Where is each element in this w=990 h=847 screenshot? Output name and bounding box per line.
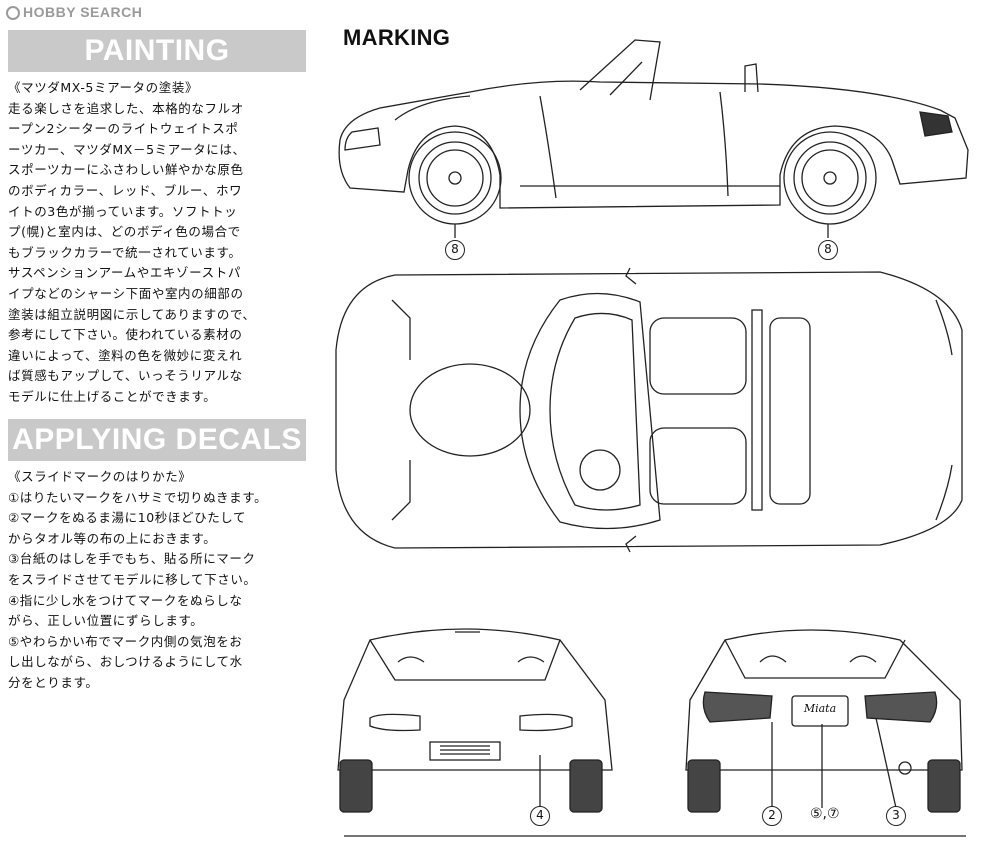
front-view-drawing <box>337 628 613 813</box>
decals-line: ①はりたいマークをハサミで切りぬきます。 <box>8 489 268 505</box>
painting-line: イプなどのシャーシ下面や室内の細部の <box>8 285 244 301</box>
painting-line: スポーツカーにふさわしい鮮やかな原色 <box>8 162 244 178</box>
painting-line: モデルに仕上げることができます。 <box>8 388 217 404</box>
decals-line: がら、正しい位置にずらします。 <box>8 613 204 629</box>
decals-line: をスライドさせてモデルに移して下さい。 <box>8 571 257 587</box>
decals-line: ⑤やわらかい布でマーク内側の気泡をお <box>8 633 243 649</box>
painting-line: ば質感もアップして、いっそうリアルな <box>8 368 243 384</box>
plate-text: Miata <box>803 702 837 715</box>
painting-line: プ(幌)と室内は、どのボディ色の場合で <box>8 224 241 240</box>
painting-line: 違いによって、塗料の色を微妙に変えれ <box>8 347 243 363</box>
painting-line: サスペンションアームやエキゾーストパ <box>8 265 241 281</box>
rear-view-drawing <box>685 629 963 813</box>
painting-line: ーツカー、マツダMX－5ミアータには、 <box>8 141 246 157</box>
painting-line: イトの3色が揃っています。ソフトトッ <box>8 203 238 219</box>
painting-banner: PAINTING <box>8 30 306 72</box>
callout-rear-center: ⑤,⑦ <box>810 806 840 822</box>
painting-line: もブラックカラーで統一されています。 <box>8 244 242 260</box>
decals-line: ②マークをぬるま湯に10秒ほどひたして <box>8 510 247 526</box>
callout-rear-right: 3 <box>886 806 906 826</box>
decals-line: ④指に少し水をつけてマークをぬらしな <box>8 592 243 608</box>
decals-line: からタオル等の布の上におきます。 <box>8 530 217 546</box>
painting-line: 参考にして下さい。使われている素材の <box>8 327 243 343</box>
decals-line: し出しながら、おしつけるようにして水 <box>8 654 243 670</box>
painting-line: 《マツダMX-5ミアータの塗装》 <box>8 80 199 95</box>
decals-line: ③台紙のはしを手でもち、貼る所にマーク <box>8 551 256 567</box>
logo-icon <box>6 6 20 20</box>
marking-title: MARKING <box>343 25 451 50</box>
decals-instructions: 《スライドマークのはりかた》 ①はりたいマークをハサミで切りぬきます。 ②マーク… <box>8 467 318 694</box>
decals-line: 分をとります。 <box>8 674 99 690</box>
painting-instructions: 《マツダMX-5ミアータの塗装》 走る楽しさを追求した、本格的なフルオ ープン2… <box>8 78 318 408</box>
top-view-drawing <box>335 267 963 553</box>
painting-line: ープン2シーターのライトウェイトスポ <box>8 121 239 137</box>
watermark: HOBBY SEARCH <box>6 4 142 20</box>
side-view-drawing <box>338 39 969 238</box>
callout-rear-wheel: 8 <box>818 240 838 260</box>
painting-line: 走る楽しさを追求した、本格的なフルオ <box>8 100 244 116</box>
watermark-text: HOBBY SEARCH <box>23 4 143 20</box>
painting-line: 塗装は組立説明図に示してありますので、 <box>8 306 256 322</box>
decals-line: 《スライドマークのはりかた》 <box>8 469 192 484</box>
callout-front-view: 4 <box>530 806 550 826</box>
callout-front-wheel: 8 <box>445 240 465 260</box>
callout-rear-left: 2 <box>762 806 782 826</box>
decals-banner: APPLYING DECALS <box>8 419 306 461</box>
painting-line: のボディカラー、レッド、ブルー、ホワ <box>8 182 243 198</box>
